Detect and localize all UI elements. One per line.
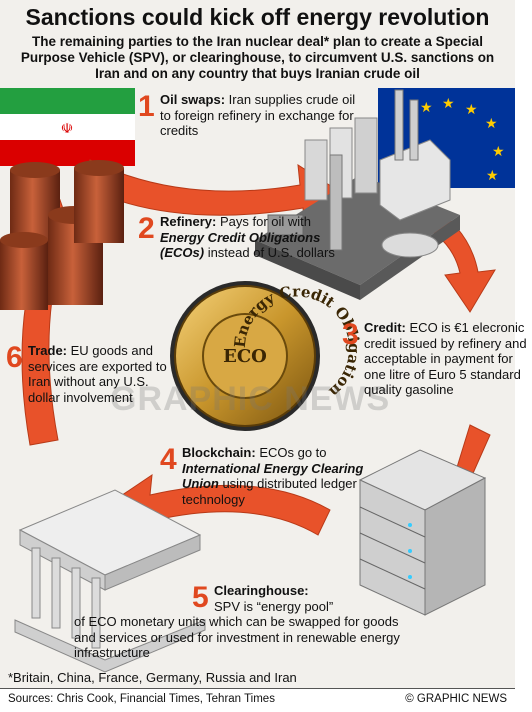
footer: Sources: Chris Cook, Financial Times, Te…	[0, 688, 515, 712]
step-number: 2	[138, 212, 155, 245]
eco-coin	[170, 281, 320, 431]
step-text: Iran supplies crude oil to foreign refin…	[160, 92, 356, 138]
step-text: ECOs go to	[259, 445, 327, 460]
step-label: Oil swaps:	[160, 92, 226, 107]
step-text: EU goods and services are exported to Ir…	[28, 343, 167, 405]
step-label: Credit:	[364, 320, 406, 335]
sources: Sources: Chris Cook, Financial Times, Te…	[8, 693, 275, 705]
step-emphasis: International Energy Clearing Union	[182, 460, 364, 492]
iran-flag: ☫	[0, 88, 135, 166]
step-5-detail: of ECO monetary units which can be swapp…	[74, 614, 400, 660]
svg-text:★: ★	[486, 168, 499, 184]
step-text: instead of U.S. dollars	[207, 245, 335, 260]
svg-text:★: ★	[465, 102, 478, 118]
step-text: Pays for oil with	[219, 214, 312, 229]
illustration: ☫ ★ ★ ★ ★ ★ ★	[0, 88, 515, 673]
watermark: GRAPHIC NEWS	[110, 380, 391, 418]
credit: © GRAPHIC NEWS	[405, 693, 507, 705]
server-rack	[358, 449, 487, 616]
svg-text:★: ★	[485, 116, 498, 132]
step-label: Clearinghouse:	[214, 583, 309, 598]
step-number: 3	[342, 318, 359, 351]
step-4: 4 Blockchain: ECOs go to International E…	[160, 445, 382, 507]
oil-barrels	[0, 160, 124, 310]
step-6: 6 Trade: EU goods and services are expor…	[6, 343, 178, 405]
step-text: ECO is €1 elecronic credit issued by ref…	[364, 320, 527, 397]
step-label: Refinery:	[160, 214, 217, 229]
coin-center-text: ECO	[223, 346, 267, 367]
svg-text:★: ★	[442, 96, 455, 112]
step-label: Blockchain:	[182, 445, 256, 460]
page-title: Sanctions could kick off energy revoluti…	[25, 4, 490, 30]
subtitle: The remaining parties to the Iran nuclea…	[20, 34, 495, 81]
step-1: 1 Oil swaps: Iran supplies crude oil to …	[138, 92, 360, 139]
step-5: 5 Clearinghouse: SPV is “energy pool”	[192, 583, 414, 614]
step-label: Trade:	[28, 343, 68, 358]
step-number: 4	[160, 443, 177, 476]
svg-text:☫: ☫	[61, 121, 74, 137]
step-text: SPV is “energy pool”	[214, 598, 334, 614]
step-2: 2 Refinery: Pays for oil with Energy Cre…	[138, 214, 350, 261]
svg-text:★: ★	[492, 144, 505, 160]
refinery	[255, 89, 460, 300]
step-number: 6	[6, 341, 23, 374]
bank-building	[14, 489, 206, 673]
step-number: 5	[192, 581, 209, 614]
step-number: 1	[138, 90, 155, 123]
step-emphasis: Energy Credit Obligations (ECOs)	[160, 229, 321, 261]
footnote: *Britain, China, France, Germany, Russia…	[8, 670, 297, 685]
step-3: 3 Credit: ECO is €1 elecronic credit iss…	[342, 320, 532, 398]
step-text: using distributed ledger technology	[182, 476, 357, 507]
svg-text:★: ★	[420, 100, 433, 116]
